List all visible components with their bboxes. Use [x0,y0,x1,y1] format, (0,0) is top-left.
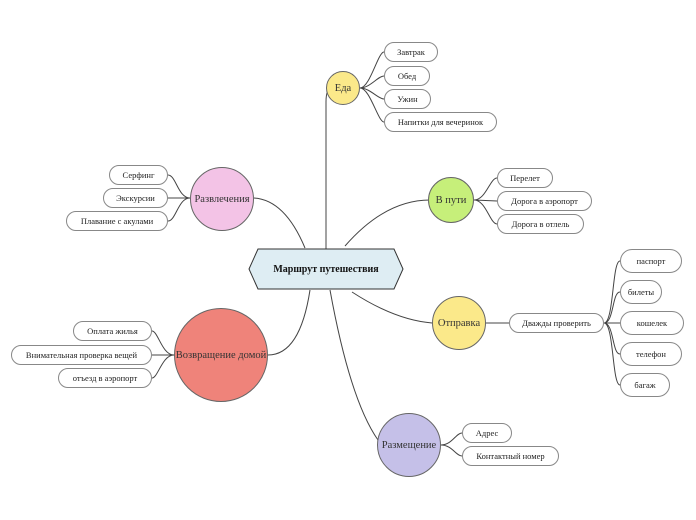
link-center-on-the-way [344,199,431,247]
link-center-departure [351,291,433,324]
leaf-food-breakfast[interactable]: Завтрак [384,42,438,62]
leaf-road-to-airport[interactable]: Дорога в аэропорт [497,191,592,211]
link-lodging-leaves [440,432,463,457]
link-entertainment-leaves [167,174,191,222]
branch-return-home[interactable]: Возвращение домой [174,308,268,402]
leaf-food-drinks[interactable]: Напитки для вечеринок [384,112,497,132]
branch-departure[interactable]: Отправка [432,296,486,350]
branch-food[interactable]: Еда [326,71,360,105]
leaf-food-dinner[interactable]: Ужин [384,89,431,109]
link-food-leaves [359,51,385,123]
leaf-pay-lodging[interactable]: Оплата жилья [73,321,152,341]
link-center-return-home [267,289,311,356]
leaf-phone[interactable]: телефон [620,342,682,366]
branch-on-the-way[interactable]: В пути [428,177,474,223]
leaf-double-check[interactable]: Дважды проверить [509,313,604,333]
center-node-shape [248,248,404,290]
leaf-surfing[interactable]: Серфинг [109,165,168,185]
link-return-home-leaves [151,330,175,379]
leaf-check-belongings[interactable]: Внимательная проверка вещей [11,345,152,365]
leaf-luggage[interactable]: багаж [620,373,670,397]
leaf-passport[interactable]: паспорт [620,249,682,273]
leaf-flight[interactable]: Перелет [497,168,553,188]
leaf-road-to-hotel[interactable]: Дорога в отлель [497,214,584,234]
link-on-the-way-leaves [473,177,498,225]
link-center-food [325,87,333,249]
leaf-excursions[interactable]: Экскурсии [103,188,168,208]
branch-entertainment[interactable]: Развлечения [190,167,254,231]
leaf-food-lunch[interactable]: Обед [384,66,430,86]
leaf-swimming-with-sharks[interactable]: Плавание с акулами [66,211,168,231]
link-center-entertainment [253,197,306,249]
link-check-items [603,260,621,386]
leaf-leave-to-airport[interactable]: отъезд в аэропорт [58,368,152,388]
center-node[interactable]: Маршрут путешествия [273,263,379,275]
leaf-tickets[interactable]: билеты [620,280,662,304]
leaf-contact-number[interactable]: Контактный номер [462,446,559,466]
leaf-address[interactable]: Адрес [462,423,512,443]
branch-lodging[interactable]: Размещение [377,413,441,477]
link-center-lodging [329,289,379,441]
leaf-wallet[interactable]: кошелек [620,311,684,335]
